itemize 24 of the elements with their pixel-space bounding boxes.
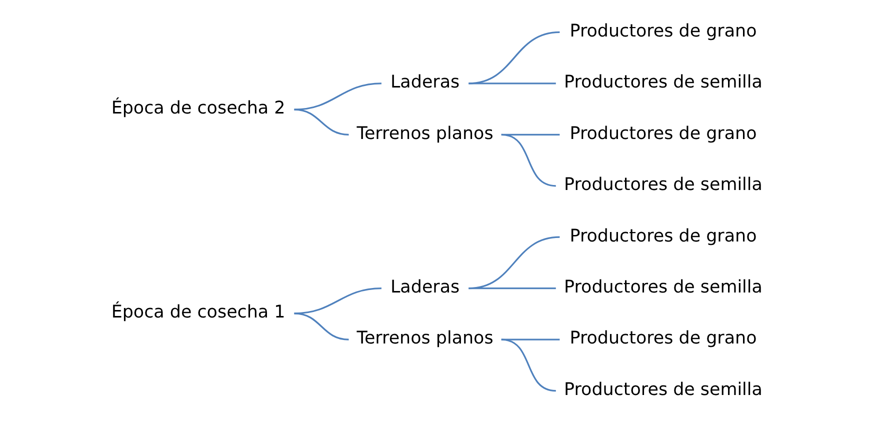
node-text: Productores de grano xyxy=(570,21,757,42)
node-text: Productores de semilla xyxy=(564,380,762,400)
connector xyxy=(501,134,556,187)
node-text: Terrenos planos xyxy=(356,328,494,349)
connector xyxy=(468,288,556,290)
node-text: Terrenos planos xyxy=(356,124,494,144)
connector xyxy=(468,82,556,84)
node-text: Productores de semilla xyxy=(564,175,762,196)
node-text: Época de cosecha 1 xyxy=(111,302,286,323)
connector xyxy=(294,82,382,110)
node-text: Laderas xyxy=(390,278,460,298)
connector xyxy=(294,312,349,340)
connector xyxy=(501,338,556,392)
node-text: Productores de grano xyxy=(570,124,757,144)
connector xyxy=(294,288,382,314)
node-text: Productores de grano xyxy=(570,328,757,349)
node-text: Laderas xyxy=(390,72,460,93)
connector xyxy=(468,236,560,290)
node-text: Productores de semilla xyxy=(564,278,762,298)
node-text: Productores de semilla xyxy=(564,72,762,93)
node-text: Productores de grano xyxy=(570,226,757,246)
connector xyxy=(294,108,349,136)
node-text: Época de cosecha 2 xyxy=(111,98,286,119)
connector xyxy=(468,31,560,84)
